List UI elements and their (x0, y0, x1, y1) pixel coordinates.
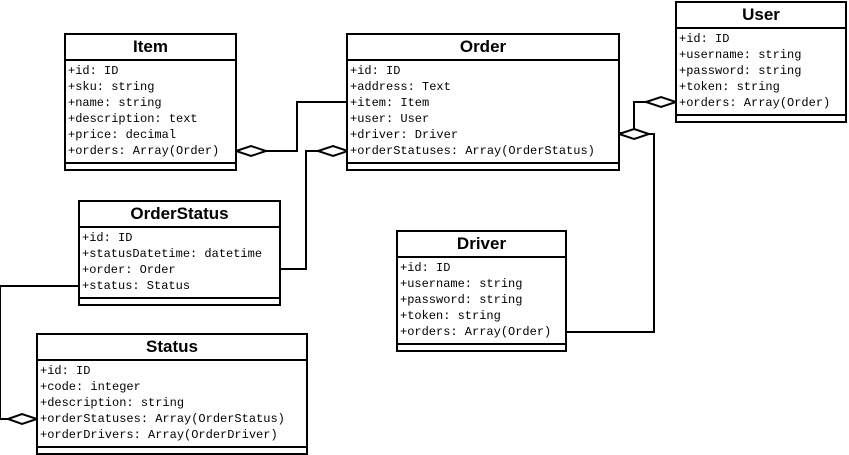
attribute: +password: string (400, 293, 523, 307)
orderstatus-order-association (280, 150, 318, 270)
attribute: +token: string (400, 309, 501, 323)
attribute: +orders: Array(Order) (68, 144, 220, 158)
attributes-section: +id: ID +username: string +password: str… (677, 29, 845, 116)
attributes-section: +id: ID +sku: string +name: string +desc… (66, 61, 235, 164)
aggregation-diamond (5, 412, 41, 426)
attributes-section: +id: ID +address: Text +item: Item +user… (348, 61, 618, 164)
attribute: +id: ID (82, 231, 133, 245)
aggregation-diamond (314, 144, 352, 158)
attribute: +driver: Driver (350, 128, 459, 142)
class-name: OrderStatus (80, 202, 279, 228)
aggregation-diamond (642, 95, 680, 109)
attribute: +orders: Array(Order) (400, 325, 552, 339)
class-name: Item (66, 35, 235, 61)
attribute: +statusDatetime: datetime (82, 247, 263, 261)
class-name: Order (348, 35, 618, 61)
methods-section (677, 116, 845, 121)
attribute: +token: string (679, 80, 780, 94)
aggregation-diamond (615, 127, 653, 141)
attribute: +id: ID (68, 64, 119, 78)
methods-section (38, 448, 306, 453)
methods-section (66, 164, 235, 169)
class-name: Status (38, 335, 306, 361)
attributes-section: +id: ID +statusDatetime: datetime +order… (80, 228, 279, 299)
class-orderstatus[interactable]: OrderStatus +id: ID +statusDatetime: dat… (78, 200, 281, 306)
class-order[interactable]: Order +id: ID +address: Text +item: Item… (346, 33, 620, 171)
attribute: +username: string (400, 277, 523, 291)
aggregation-diamond (232, 144, 270, 158)
class-user[interactable]: User +id: ID +username: string +password… (675, 1, 847, 123)
class-name: User (677, 3, 845, 29)
attribute: +code: integer (40, 380, 141, 394)
class-driver[interactable]: Driver +id: ID +username: string +passwo… (396, 230, 567, 352)
item-order-association (266, 101, 348, 152)
attributes-section: +id: ID +code: integer +description: str… (38, 361, 306, 448)
attribute: +status: Status (82, 279, 191, 293)
attribute: +address: Text (350, 80, 451, 94)
attribute: +password: string (679, 64, 802, 78)
orderstatus-status-association (0, 285, 79, 420)
attributes-section: +id: ID +username: string +password: str… (398, 258, 565, 345)
attribute: +orderDrivers: Array(OrderDriver) (40, 428, 278, 442)
methods-section (348, 164, 618, 169)
attribute: +id: ID (350, 64, 401, 78)
methods-section (398, 345, 565, 350)
attribute: +orders: Array(Order) (679, 96, 831, 110)
attribute: +description: string (40, 396, 185, 410)
attribute: +user: User (350, 112, 430, 126)
attribute: +name: string (68, 96, 162, 110)
attribute: +item: Item (350, 96, 430, 110)
class-name: Driver (398, 232, 565, 258)
user-order-association (619, 101, 646, 134)
attribute: +username: string (679, 48, 802, 62)
attribute: +id: ID (40, 364, 91, 378)
class-item[interactable]: Item +id: ID +sku: string +name: string … (64, 33, 237, 171)
attribute: +id: ID (400, 261, 451, 275)
methods-section (80, 299, 279, 304)
attribute: +order: Order (82, 263, 176, 277)
class-status[interactable]: Status +id: ID +code: integer +descripti… (36, 333, 308, 455)
attribute: +description: text (68, 112, 198, 126)
attribute: +price: decimal (68, 128, 177, 142)
attribute: +orderStatuses: Array(OrderStatus) (40, 412, 285, 426)
attribute: +sku: string (68, 80, 155, 94)
attribute: +orderStatuses: Array(OrderStatus) (350, 144, 595, 158)
attribute: +id: ID (679, 32, 730, 46)
